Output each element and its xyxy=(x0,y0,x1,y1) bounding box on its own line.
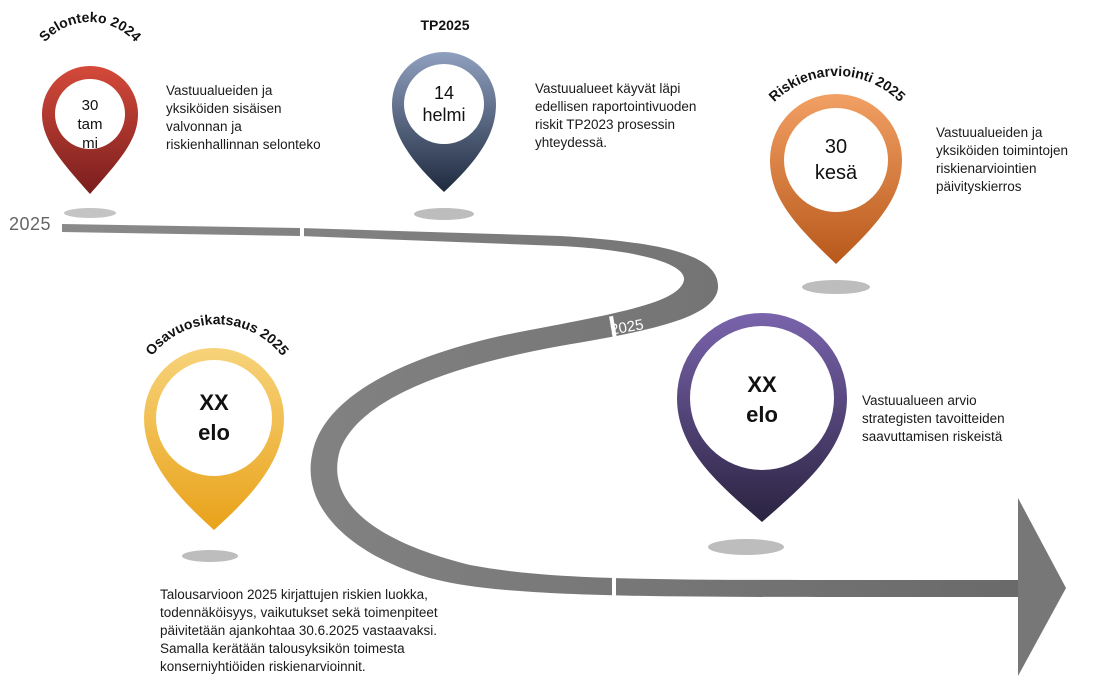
pin-shadow xyxy=(182,550,238,562)
timeline-gap xyxy=(609,315,619,351)
milestone-description-selonteko: Vastuualueiden ja yksiköiden sisäisen va… xyxy=(166,83,321,152)
milestone-description-riskienarviointi: Vastuualueiden ja yksiköiden toimintojen… xyxy=(936,125,1069,194)
milestone-description-osavuosikatsaus: Talousarvioon 2025 kirjattujen riskien l… xyxy=(160,587,438,674)
timeline-start-year: 2025 xyxy=(9,214,52,234)
milestone-date-tp2025: 14 helmi xyxy=(422,83,466,125)
pin-inner-circle xyxy=(784,108,888,212)
milestone-date-osavuosikatsaus: XX elo xyxy=(198,390,230,445)
pin-shadow xyxy=(802,280,870,294)
arrow-head xyxy=(1018,498,1066,676)
milestone-description-tp2025: Vastuualueet käyvät läpi edellisen rapor… xyxy=(535,81,697,150)
timeline-gap xyxy=(612,566,616,602)
milestone-date-selonteko: 30 tam mi xyxy=(77,97,103,152)
milestone-description-strategic-risks: Vastuualueen arvio strategisten tavoitte… xyxy=(862,393,1005,444)
milestone-date-strategic-risks: XX elo xyxy=(746,372,778,427)
milestone-title-tp2025: TP2025 xyxy=(420,17,469,33)
curve-year-label: 2025 xyxy=(609,316,645,339)
timeline-gap xyxy=(300,222,304,240)
pin-shadow xyxy=(64,208,116,218)
pin-shadow xyxy=(708,539,784,555)
pin-inner-circle xyxy=(404,64,484,144)
milestone-date-riskienarviointi: 30 kesä xyxy=(814,136,858,184)
pin-inner-circle xyxy=(55,79,125,149)
timeline-arrow: 2025 xyxy=(62,222,1066,676)
milestone-title-selonteko: Selonteko 2024 xyxy=(36,9,145,45)
pin-inner-circle xyxy=(156,360,272,476)
pin-inner-circle xyxy=(690,326,834,470)
pin-shadow xyxy=(414,208,474,220)
